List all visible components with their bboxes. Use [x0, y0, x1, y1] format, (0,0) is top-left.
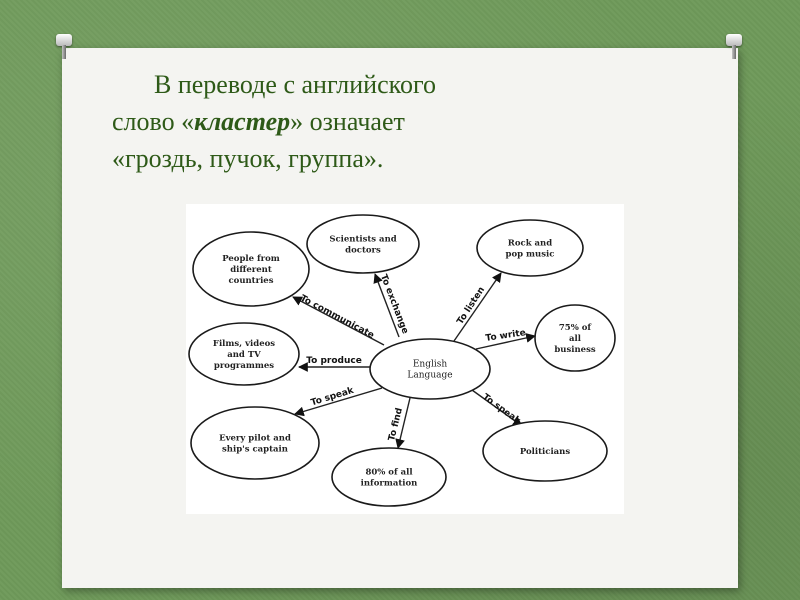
- edge-label-info: To find: [387, 407, 405, 442]
- node-rock-label-line-1: Rock and: [508, 239, 552, 249]
- edge-label-pilot: To speak: [310, 386, 356, 409]
- arrow-to-rock: [453, 272, 502, 342]
- node-pilot-label-line-1: Every pilot and: [219, 434, 291, 444]
- edge-label-rock: To listen: [456, 285, 488, 326]
- arrow-to-info: [395, 397, 411, 449]
- center-node-label-line-1: English: [413, 360, 448, 370]
- edge-label-scientists: To exchange: [378, 273, 410, 335]
- node-people-label-line-2: different: [230, 265, 272, 275]
- pushpin-left-icon: [56, 34, 72, 60]
- slide-text: В переводе с английского слово «кластер» …: [112, 66, 712, 177]
- node-scientists-label-line-1: Scientists and: [329, 235, 396, 245]
- node-rock-label-line-2: pop music: [506, 250, 555, 260]
- node-films-label-line-2: and TV: [227, 350, 261, 360]
- node-people-label-line-1: People from: [222, 254, 280, 264]
- edge-label-politicians: To speak: [480, 392, 522, 427]
- arrow-to-business: [475, 333, 536, 350]
- node-info-label-line-2: information: [361, 479, 418, 489]
- text-emphasis-cluster: кластер: [194, 107, 291, 136]
- arrow-to-people: [292, 296, 385, 346]
- node-scientists: [306, 214, 420, 274]
- node-pilot-label-line-2: ship's captain: [222, 445, 288, 455]
- node-politicians-label-line-1: Politicians: [520, 447, 571, 457]
- node-politicians: [482, 420, 608, 482]
- node-people: [192, 231, 310, 307]
- node-business-label-line-1: 75% of: [559, 323, 593, 333]
- text-line-3: «гроздь, пучок, группа».: [112, 144, 384, 173]
- arrow-to-scientists: [373, 273, 400, 338]
- pushpin-right-icon: [726, 34, 742, 60]
- text-line-2-start: слово «: [112, 107, 195, 136]
- arrow-to-pilot: [294, 387, 383, 417]
- node-info-label-line-1: 80% of all: [365, 468, 413, 478]
- center-node: [369, 338, 491, 400]
- edge-label-films: To produce: [306, 356, 362, 366]
- node-business-label-line-3: business: [554, 345, 596, 355]
- node-rock: [476, 219, 584, 277]
- node-scientists-label-line-2: doctors: [345, 246, 381, 256]
- node-films: [188, 322, 300, 386]
- arrow-to-politicians: [471, 389, 523, 427]
- edge-label-people: To communicate: [298, 294, 375, 341]
- edge-label-business: To write: [485, 328, 527, 344]
- node-business: [534, 304, 616, 372]
- slide-card: В переводе с английского слово «кластер» …: [56, 34, 742, 588]
- node-info: [331, 447, 447, 507]
- node-business-label-line-2: all: [569, 334, 582, 344]
- text-line-1: В переводе с английского: [154, 70, 436, 99]
- node-pilot: [190, 406, 320, 480]
- text-line-2-end: » означает: [290, 107, 405, 136]
- center-node-label-line-2: Language: [407, 371, 452, 381]
- node-films-label-line-1: Films, videos: [213, 339, 275, 349]
- node-films-label-line-3: programmes: [214, 361, 274, 371]
- node-people-label-line-3: countries: [228, 276, 273, 286]
